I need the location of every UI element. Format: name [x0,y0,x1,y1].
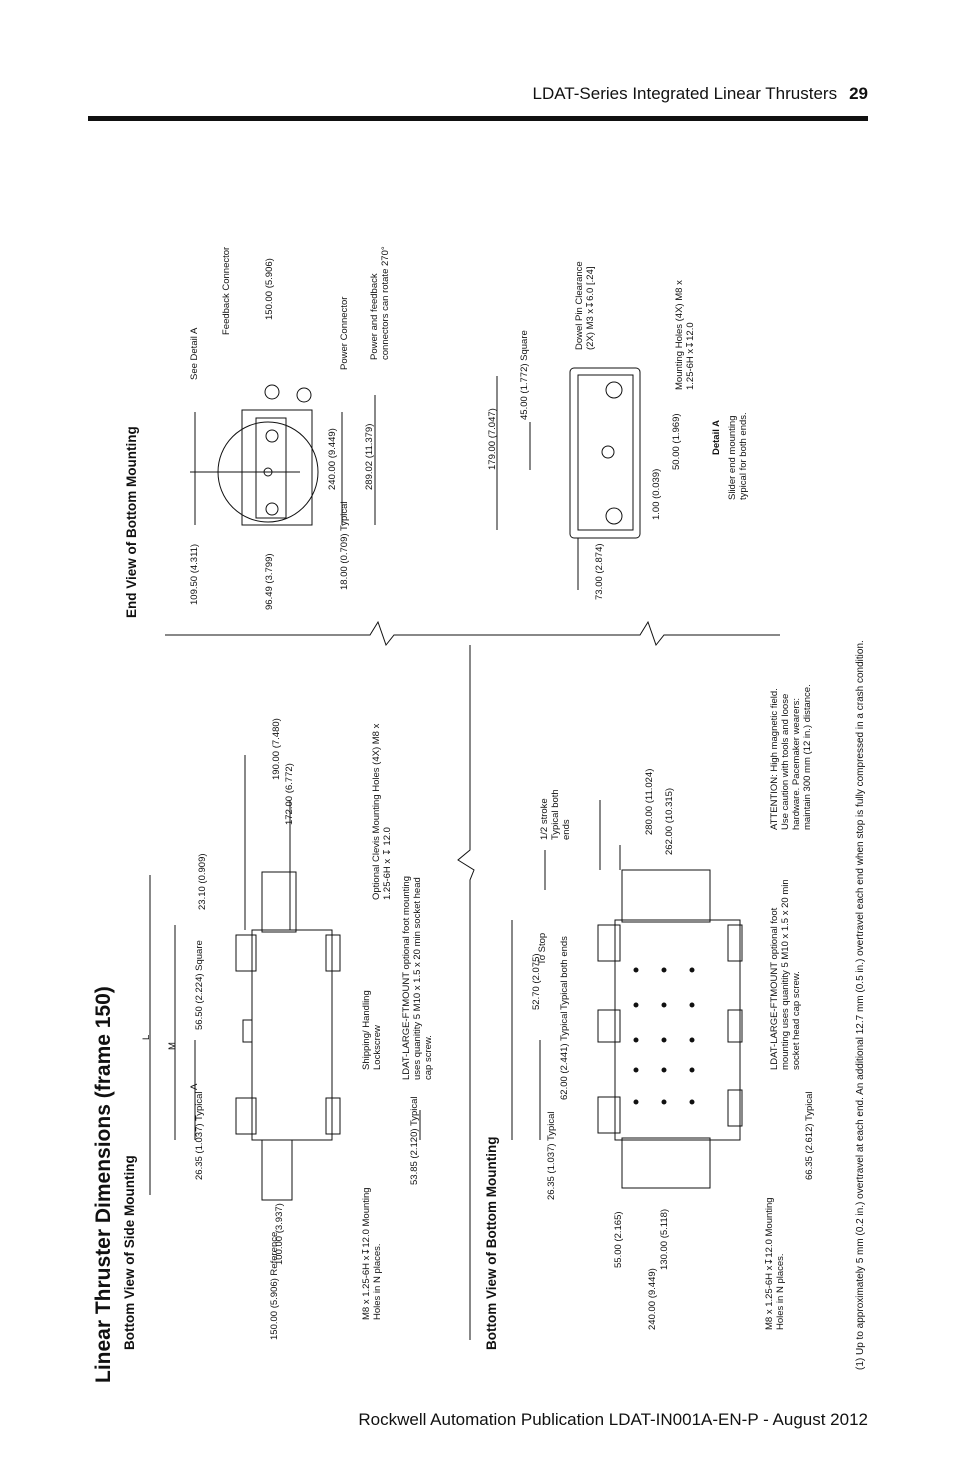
dim-5385: 53.85 (2.120) Typical [409,1096,420,1185]
header-title: LDAT-Series Integrated Linear Thrusters [532,84,838,103]
bottom-view-drawing [511,800,743,1189]
dim-62: 62.00 (2.441) Typical [559,1011,570,1100]
power-label: Power Connector [339,296,350,370]
ftmount-note: LDAT-LARGE-FTMOUNT optional foot mountin… [401,876,434,1080]
end-view-drawing [190,367,641,590]
tostop-note: To Stop [537,932,548,965]
dowel-note: Dowel Pin Clearance (2X) M3 x↧6.0 [.24] [574,261,596,350]
dim-2635b: 26.35 (1.037) Typical [546,1111,557,1200]
running-header: LDAT-Series Integrated Linear Thrusters 2… [533,84,869,104]
dim-150e: 150.00 (5.906) [264,258,275,320]
dim-172: 172.00 (6.772) [284,763,295,825]
feedback-label: Feedback Connector [221,246,232,335]
dim-9649: 96.49 (3.799) [264,553,275,610]
dim-28902: 289.02 (11.379) [364,423,375,490]
footnote: (1) Up to approximately 5 mm (0.2 in.) o… [855,640,866,1370]
detail-sub: Slider end mounting typical for both end… [727,412,749,500]
dim-M: M [167,1042,178,1050]
break-lines [165,620,780,1340]
dim-A: A [189,1083,200,1090]
dim-100: 100.00 (3.937) [274,1203,285,1265]
header-rule [88,116,868,121]
bottom-m8-note: M8 x 1.25-6H x↧12.0 Mounting Holes in N … [764,1197,786,1330]
shipping-note: Shipping/ Handling Lockscrew [361,990,383,1070]
side-view-drawing [149,755,421,1201]
m8-note: M8 x 1.25-6H x↧12.0 Mounting Holes in N … [361,1187,383,1320]
dim-280: 280.00 (11.024) [644,768,655,835]
dim-10950: 109.50 (4.311) [189,543,200,605]
attention-note: ATTENTION: High magnetic field. Use caut… [769,684,813,830]
dim-179: 179.00 (7.047) [487,408,498,470]
dim-240b: 240.00 (9.449) [647,1268,658,1330]
dim-240e: 240.00 (9.449) [327,428,338,490]
dim-262: 262.00 (10.315) [664,787,675,855]
dim-73: 73.00 (2.874) [594,543,605,600]
dim-50: 50.00 (1.969) [671,413,682,470]
mountholes-note: Mounting Holes (4X) M8 x 1.25-6H x↧12.0 [674,280,696,390]
page-number: 29 [849,84,868,103]
dim-45: 45.00 (1.772) Square [519,330,530,420]
dim-55: 55.00 (2.165) [613,1211,624,1268]
bottom-ftmount-note: LDAT-LARGE-FTMOUNT optional foot mountin… [769,879,802,1070]
footer: Rockwell Automation Publication LDAT-IN0… [358,1410,868,1429]
dim-18: 18.00 (0.709) Typical [339,501,350,590]
magnet-dots [633,967,695,1105]
tostop2-note: Typical both ends [559,936,570,1010]
dim-6635: 66.35 (2.612) Typical [804,1091,815,1180]
seedetail-note: See Detail A [189,327,200,380]
dim-L: L [141,1034,152,1040]
dim-5650: 56.50 (2.224) Square [194,940,205,1030]
dim-190: 190.00 (7.480) [271,718,282,780]
dim-2310: 23.10 (0.909) [197,853,208,910]
dim-2635: 26.35 (1.037) Typical [194,1091,205,1180]
dim-100e: 1.00 (0.039) [651,468,662,520]
stroke-note: 1/2 stroke Typical both ends [539,789,572,840]
rotate-note: Power and feedback connectors can rotate… [369,246,391,360]
dim-130: 130.00 (5.118) [659,1208,670,1270]
clevis-note: Optional Clevis Mounting Holes (4X) M8 x… [371,723,393,900]
detail-label: Detail A [711,419,722,455]
